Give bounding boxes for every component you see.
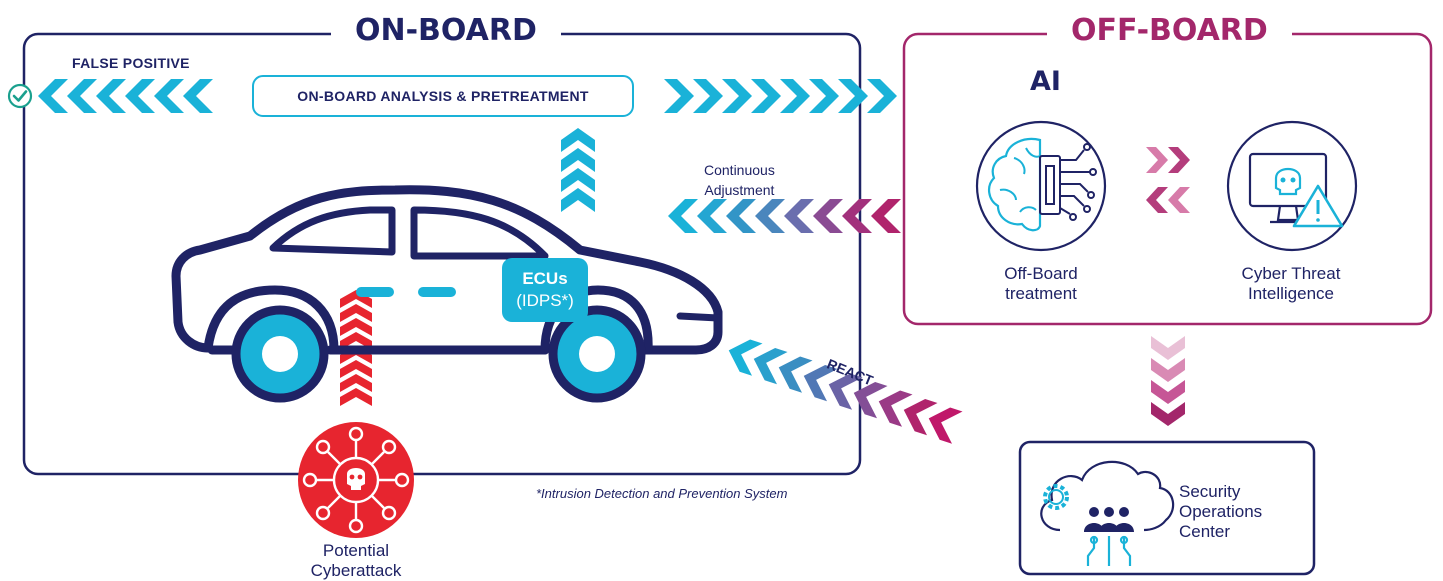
chevron: [726, 199, 756, 233]
chevron: [828, 373, 863, 410]
footnote: *Intrusion Detection and Prevention Syst…: [536, 486, 788, 501]
analysis-pill: [252, 75, 634, 117]
chevron: [154, 79, 184, 113]
chevron: [340, 304, 372, 322]
continuous-adjustment-chevrons: [668, 199, 901, 233]
chevron: [867, 79, 897, 113]
chevron: [340, 318, 372, 336]
chevron: [784, 199, 814, 233]
chevron: [722, 79, 752, 113]
chevron: [1168, 187, 1190, 213]
chevron: [561, 128, 595, 152]
soc-frame: [1018, 440, 1316, 576]
cti-label-line2: Intelligence: [1247, 284, 1334, 303]
chevron: [1168, 147, 1190, 173]
cti-label-line1: Cyber Threat: [1241, 264, 1341, 283]
treatment-label: Off-Board treatment: [971, 264, 1111, 304]
chevron: [751, 79, 781, 113]
treatment-label-line1: Off-Board: [1004, 264, 1078, 283]
offboard-title: OFF-BOARD: [1047, 12, 1292, 50]
continuous-adjustment-label: Continuous Adjustment: [704, 160, 775, 200]
chevron: [753, 347, 788, 385]
chevron: [928, 407, 963, 444]
chevron: [1146, 187, 1168, 213]
false-positive-chevrons: [38, 79, 213, 113]
soc-label-line1: Security: [1179, 482, 1241, 501]
onboard-title: ON-BOARD: [331, 12, 561, 50]
ecus-subtitle: (IDPS*): [516, 291, 574, 310]
chevron: [67, 79, 97, 113]
chevron: [780, 79, 810, 113]
virus-skull-icon: [298, 422, 414, 538]
attack-label-line2: Cyberattack: [310, 561, 402, 580]
hacker-monitor-icon: [1226, 120, 1358, 252]
chevron: [728, 339, 763, 376]
brain-chip-icon: [975, 120, 1107, 252]
chevron: [561, 188, 595, 212]
cti-label: Cyber Threat Intelligence: [1216, 264, 1366, 304]
ecus-box: [502, 258, 588, 322]
chevron: [664, 79, 694, 113]
soc-chevrons: [1151, 336, 1185, 426]
chevron: [561, 148, 595, 172]
chevron: [803, 364, 838, 402]
chevron: [340, 360, 372, 378]
chevron: [1151, 336, 1185, 360]
chevron: [125, 79, 155, 113]
check-icon: [7, 83, 33, 109]
chevron: [842, 199, 872, 233]
ai-label: AI: [1030, 66, 1061, 97]
chevron: [778, 356, 813, 393]
attack-label: Potential Cyberattack: [296, 541, 416, 581]
chevron: [1151, 402, 1185, 426]
soc-label: Security Operations Center: [1179, 482, 1262, 542]
chevron: [878, 390, 913, 427]
chevron: [38, 79, 68, 113]
analysis-label: ON-BOARD ANALYSIS & PRETREATMENT: [297, 88, 589, 104]
soc-label-line2: Operations: [1179, 502, 1263, 521]
gear-icon: [1043, 484, 1069, 510]
chevron: [1151, 358, 1185, 382]
chevron: [96, 79, 126, 113]
chevron: [340, 388, 372, 406]
ecus-label: ECUs (IDPS*): [502, 268, 588, 312]
chevron: [668, 199, 698, 233]
treatment-label-line2: treatment: [1005, 284, 1077, 303]
chevron: [838, 79, 868, 113]
ecus-title: ECUs: [522, 269, 568, 288]
chevron: [871, 199, 901, 233]
chevron: [1146, 147, 1168, 173]
attack-label-line1: Potential: [322, 541, 390, 560]
chevron: [561, 168, 595, 192]
false-positive-label: FALSE POSITIVE: [72, 55, 190, 71]
chevron: [183, 79, 213, 113]
analysis-output-chevrons: [664, 79, 897, 113]
soc-label-line3: Center: [1179, 522, 1231, 541]
chevron: [693, 79, 723, 113]
chevron: [853, 381, 888, 419]
chevron: [903, 398, 938, 436]
chevron: [340, 374, 372, 392]
cloud-team-icon: [1040, 460, 1175, 566]
chevron: [809, 79, 839, 113]
react-chevrons: [728, 339, 963, 444]
car-wheels: [231, 305, 646, 403]
chevron: [1151, 380, 1185, 404]
chevron: [813, 199, 843, 233]
analysis-input-chevrons: [561, 128, 595, 212]
continuous-label-line1: Continuous: [704, 162, 775, 178]
chevron: [755, 199, 785, 233]
ai-exchange-chevrons: [1146, 147, 1190, 213]
continuous-label-line2: Adjustment: [704, 182, 775, 198]
door-handles: [356, 287, 456, 297]
chevron: [697, 199, 727, 233]
